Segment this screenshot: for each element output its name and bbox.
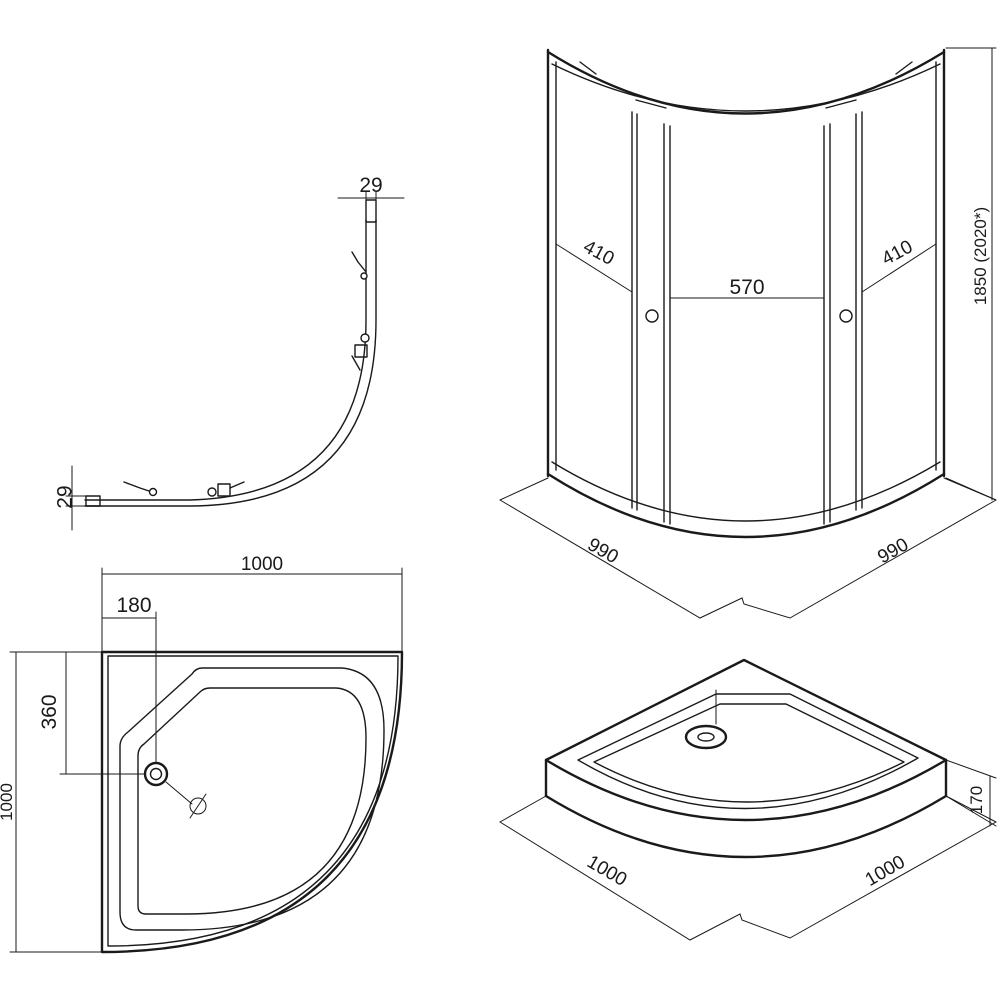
profile-view: 29 29 — [54, 174, 405, 531]
enclosure-base-dims — [499, 477, 997, 619]
tray-3d-rim-outer — [577, 693, 919, 810]
profile-top-end-block — [365, 199, 377, 223]
profile-left-end-block — [85, 495, 101, 507]
profile-roller-lower — [123, 481, 158, 497]
profile-outer-arc — [84, 219, 367, 501]
tray-plan-rim-inner — [137, 687, 367, 915]
tray-plan-drain-y-label: 360 — [38, 694, 61, 729]
profile-inner-arc — [84, 219, 377, 507]
tray-3d-base-left-label: 1000 — [583, 852, 630, 891]
enclosure-bottom-frame-outer — [546, 472, 946, 539]
tray-plan-diameter-symbol — [189, 797, 207, 815]
enclosure-height-label: 1850 (2020*) — [971, 207, 990, 305]
tray-plan-rim-outer — [119, 667, 385, 931]
tray-3d-base-right-label: 1000 — [862, 852, 909, 891]
enclosure-left-panel-label: 410 — [580, 236, 618, 269]
tray-3d-view: 170 1000 1000 — [499, 658, 997, 941]
tray-3d-top-outline — [544, 658, 948, 822]
tray-3d-skirt-bottom — [544, 794, 948, 859]
enclosure-roller-right — [825, 61, 913, 109]
tray-3d-rim-inner — [593, 703, 905, 803]
enclosure-left-panel-dim — [555, 243, 633, 293]
profile-left-dim-label: 29 — [54, 485, 77, 508]
profile-handle-right — [351, 333, 370, 371]
enclosure-handle-right — [839, 309, 853, 323]
enclosure-top-frame-outer — [546, 50, 946, 115]
enclosure-door-label: 570 — [729, 276, 764, 299]
profile-handle-bottom — [207, 481, 245, 497]
enclosure-base-left-label: 990 — [584, 534, 622, 568]
enclosure-handle-left — [645, 309, 659, 323]
enclosure-roller-left — [579, 61, 667, 109]
tray-plan-view: 1000 180 360 1000 — [0, 554, 404, 954]
enclosure-top-frame-inner — [551, 63, 941, 112]
tray-plan-depth-label: 1000 — [0, 783, 16, 821]
tray-3d-height-label: 170 — [967, 786, 986, 814]
tray-plan-drain-x-label: 180 — [116, 594, 151, 617]
tray-plan-width-label: 1000 — [241, 554, 283, 575]
enclosure-view: 410 570 410 1850 (2020*) 990 990 — [499, 47, 997, 619]
enclosure-right-panel-label: 410 — [878, 236, 916, 269]
tray-3d-drain — [684, 724, 728, 750]
enclosure-base-right-label: 990 — [874, 534, 912, 568]
enclosure-right-panel-dim — [861, 243, 937, 293]
tray-plan-outer — [100, 650, 404, 954]
profile-top-dim-label: 29 — [359, 174, 382, 197]
tray-3d-base-dims — [499, 795, 997, 941]
enclosure-bottom-frame-inner — [551, 461, 941, 522]
profile-roller-upper — [351, 251, 368, 280]
tray-plan-drain — [143, 761, 169, 787]
